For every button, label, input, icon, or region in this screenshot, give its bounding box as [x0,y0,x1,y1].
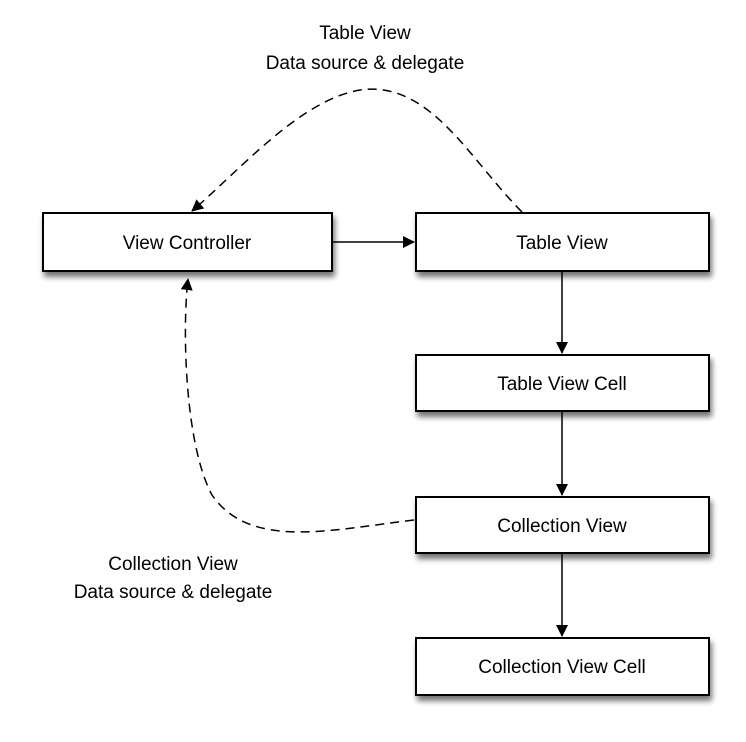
table-delegate-label-line2: Data source & delegate [266,53,465,74]
node-collection-view: Collection View [415,496,710,554]
collection-delegate-label-line1: Collection View [108,554,238,575]
dashed-arrow-table-delegate [191,88,523,213]
collection-delegate-label-line2: Data source & delegate [74,582,273,603]
table-delegate-label-line1: Table View [319,23,411,44]
node-table-view: Table View [415,212,710,272]
node-view-controller: View Controller [42,212,333,272]
node-label: Collection View [497,516,627,537]
node-label: Table View Cell [497,374,627,395]
node-label: View Controller [123,233,252,254]
node-collection-view-cell: Collection View Cell [415,637,710,696]
dashed-arrow-collection-delegate [180,278,415,533]
node-table-view-cell: Table View Cell [415,354,710,412]
node-label: Collection View Cell [478,657,646,678]
node-label: Table View [516,233,608,254]
